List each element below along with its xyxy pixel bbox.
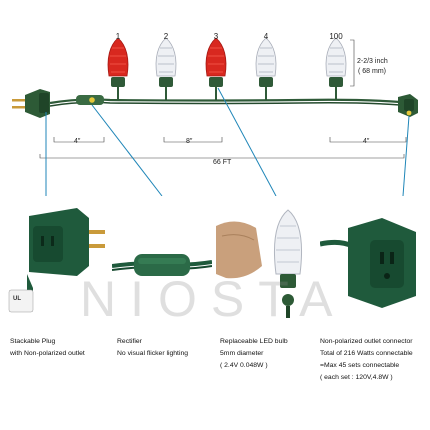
dim-left [53,137,105,143]
connector-photo [320,196,424,331]
bulb-facets [158,47,174,73]
dim-total [39,154,405,159]
panel-plug: UL [7,196,107,331]
plug-prong [12,99,26,102]
bulb-facets [110,47,126,73]
bulb-red [107,37,129,77]
bulb-socket [111,77,125,87]
caption-plug: Stackable Plug with Non-polarized outlet [10,338,85,357]
bulb-white [325,37,347,77]
bulb-height-label: 2-2/3 inch [357,58,388,65]
bulb-number-3: 3 [213,32,219,41]
bulb-number-1: 1 [115,32,121,41]
caption-rectifier: Rectifier No visual flicker lighting [117,338,189,357]
panel-connector [320,196,424,331]
string-light-diagram [12,37,418,196]
plug-prong [12,106,26,109]
panel-bulb [216,196,315,331]
bulb-facets [328,47,344,73]
bulb-number-100: 100 [329,32,343,41]
spacing-label: 8″ [186,138,193,145]
height-bracket [350,39,355,87]
end-connector-mark [406,110,412,116]
bulb-socket [209,77,223,87]
pointer-rectifier [91,104,163,196]
rectifier-mark [89,97,95,103]
panel-rectifier [112,196,212,331]
dim-right [329,137,407,143]
bulb-red [205,37,227,77]
dim-spacing [163,137,223,143]
bulb-height-mm: ( 68 mm) [358,68,386,75]
pointer-bulb [217,87,277,196]
lead-left-label: 4″ [74,138,81,145]
bulb-socket [159,77,173,87]
total-length-label: 66 FT [213,159,232,166]
bulb-socket [329,77,343,87]
bulb-white [255,37,277,77]
bulb-photo [216,196,315,331]
bulb-number-4: 4 [263,32,269,41]
plug-face [39,93,49,113]
bulb-facets [258,47,274,73]
bulb-stem [282,294,294,306]
bulb-number-2: 2 [163,32,169,41]
lead-right-label: 4″ [363,138,370,145]
pointer-connector [402,115,410,196]
rectifier-photo [112,196,212,331]
bulb-facets [208,47,224,73]
bulb-white [155,37,177,77]
bulb-socket [259,77,273,87]
caption-connector: Non-polarized outlet connector Total of … [320,338,413,381]
end-connector-face [404,99,414,111]
caption-bulb: Replaceable LED bulb 5mm diameter ( 2.4V… [220,338,288,369]
ul-badge: UL [13,296,21,302]
plug-photo [7,196,107,331]
